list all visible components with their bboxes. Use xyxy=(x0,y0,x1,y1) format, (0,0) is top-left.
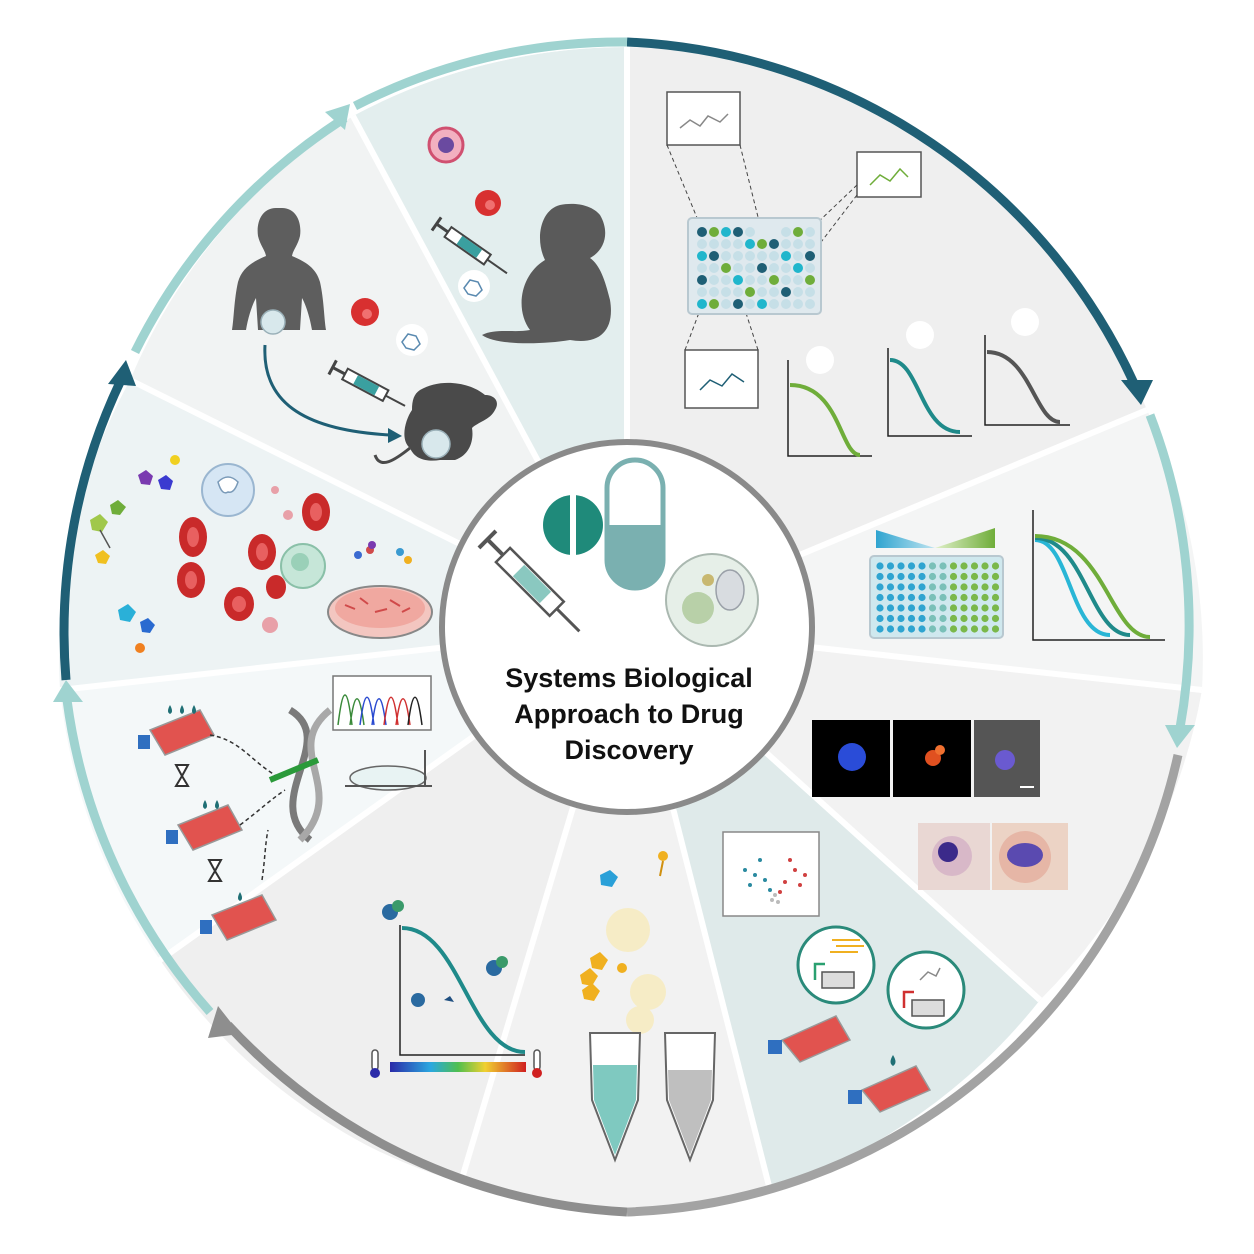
red-blood-cell-icon xyxy=(351,298,379,326)
dose-response-icons xyxy=(869,510,1165,641)
cycle-arrows xyxy=(53,37,1195,1217)
red-blood-cell-icon xyxy=(475,190,501,216)
animal-model-icons xyxy=(427,126,611,344)
gradient-wedge-icon xyxy=(935,528,995,548)
color-scale-icon xyxy=(390,1062,526,1072)
hourglass-icon xyxy=(174,764,190,787)
arc-arrow-top xyxy=(352,37,628,111)
cell-culture-flask-icon xyxy=(848,1055,932,1113)
melting-curve-icon xyxy=(399,925,526,1056)
center-title-line-2: Approach to Drug xyxy=(514,699,744,729)
volcano-plot-icon xyxy=(722,831,820,917)
thermometer-icon xyxy=(370,1049,380,1078)
arc-arrow-top-left xyxy=(130,114,348,354)
dose-response-curve-icon xyxy=(887,321,972,437)
tube-icon xyxy=(588,1032,642,1163)
cell-culture-flask-icon xyxy=(138,705,216,756)
molecule-structure-icon xyxy=(684,349,759,409)
thermal-shift-icons xyxy=(370,900,542,1078)
center-title-line-1: Systems Biological xyxy=(505,663,753,693)
gene-expression-icon xyxy=(886,950,966,1030)
syringe-icon xyxy=(430,216,508,275)
molecule-icon xyxy=(580,851,668,1034)
human-silhouette-icon xyxy=(232,208,326,330)
human-mouse-infection-icons xyxy=(232,208,497,465)
center-title-line-3: Discovery xyxy=(564,735,694,765)
arc-arrow-bottom-left xyxy=(224,1021,628,1217)
arc-arrow-bottom-right xyxy=(626,754,1183,1217)
tablet-icon xyxy=(543,495,603,555)
compound-screening-icons xyxy=(666,91,1070,457)
cell-culture-flask-icon xyxy=(768,1015,852,1063)
parasite-cell-icon xyxy=(665,553,759,647)
chromatogram-icon xyxy=(332,675,432,731)
transcriptomics-icons xyxy=(722,831,966,1113)
gene-construct-icon xyxy=(345,750,432,791)
well-plate-wells xyxy=(697,227,815,309)
capsule-icon xyxy=(604,457,666,591)
molecule-icon xyxy=(458,270,490,302)
arc-arrow-right xyxy=(1145,413,1194,729)
dose-response-curve-icon xyxy=(1032,510,1165,641)
protein-icon xyxy=(382,900,508,1007)
microscopy-icons xyxy=(812,720,1068,890)
syringe-icon xyxy=(477,529,581,633)
dna-helix-icon xyxy=(268,707,333,843)
infection-path-arrow xyxy=(263,344,391,437)
cell-icon xyxy=(427,126,465,164)
red-blood-cell-highlight xyxy=(185,503,322,612)
gradient-wedge-icon xyxy=(876,530,935,548)
dose-response-curve-icon xyxy=(984,308,1070,426)
cell-culture-flask-icon xyxy=(166,800,244,851)
dose-response-curve-icon xyxy=(787,346,872,457)
arc-arrow-top-right xyxy=(626,37,1142,392)
well-plate-wells xyxy=(876,562,1000,633)
immune-cell-icon xyxy=(280,543,326,589)
molecule-structure-icon xyxy=(666,91,741,146)
center-hub xyxy=(439,439,815,815)
monkey-silhouette-icon xyxy=(482,203,611,344)
resistance-selection-icons xyxy=(138,675,432,941)
thermometer-icon xyxy=(532,1049,542,1078)
blood-stage-culture-icons xyxy=(90,455,433,653)
arc-arrow-left-dark xyxy=(59,376,127,681)
cell-culture-flask-icon xyxy=(200,892,278,941)
segment-compound-screening xyxy=(627,47,1147,627)
molecule-structure-icon xyxy=(856,151,922,198)
molecule-icon xyxy=(90,455,180,653)
arc-arrow-left xyxy=(62,699,214,1015)
gene-expression-icon xyxy=(796,925,876,1005)
petri-dish-icon xyxy=(327,585,433,639)
immune-cell-icon xyxy=(201,463,255,517)
hourglass-icon xyxy=(207,859,223,882)
protein-binding-icons xyxy=(580,851,717,1163)
molecule-icon xyxy=(354,541,412,564)
tube-icon xyxy=(663,1032,717,1163)
center-title: Systems Biological Approach to Drug Disc… xyxy=(470,660,788,768)
molecule-icon xyxy=(396,324,428,356)
syringe-icon xyxy=(327,359,406,407)
